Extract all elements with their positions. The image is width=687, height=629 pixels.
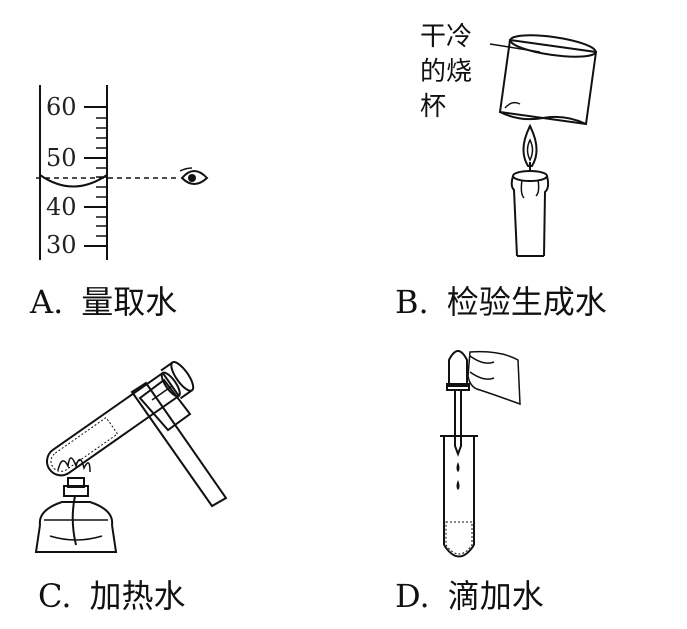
test-tube-holder bbox=[130, 378, 228, 508]
beaker-label-line-3: 杯 bbox=[420, 92, 446, 122]
lamp-flame bbox=[57, 457, 91, 473]
caption-d-letter: D. bbox=[395, 577, 430, 615]
lamp-wick bbox=[71, 495, 77, 546]
scale-label-30: 30 bbox=[46, 231, 77, 259]
caption-c-letter: C. bbox=[38, 577, 72, 615]
lamp-body bbox=[34, 501, 118, 553]
caption-b: B. 检验生成水 bbox=[395, 286, 607, 318]
caption-a-letter: A. bbox=[30, 283, 64, 321]
beaker-label-line-1: 干冷 bbox=[420, 22, 472, 52]
water-drops bbox=[456, 462, 460, 490]
caption-a: A. 量取水 bbox=[30, 286, 177, 318]
panel-b-drawing: 干冷 的烧 杯 bbox=[420, 22, 598, 257]
scale-ticks bbox=[84, 106, 107, 247]
caption-c-text: 加热水 bbox=[89, 577, 186, 615]
beaker-mouth-inner bbox=[504, 101, 521, 109]
panel-a-drawing: 60 50 40 30 bbox=[36, 85, 209, 260]
caption-d: D. 滴加水 bbox=[395, 580, 544, 612]
beaker-rim bbox=[499, 111, 587, 125]
tube-liquid bbox=[445, 521, 473, 555]
candle-flame bbox=[522, 123, 538, 172]
beaker-pointer-line bbox=[489, 43, 541, 53]
dropper-bulb bbox=[446, 350, 470, 391]
scale-label-40: 40 bbox=[46, 193, 77, 221]
panel-d-drawing bbox=[440, 350, 521, 558]
scale-label-60: 60 bbox=[46, 93, 77, 121]
test-tube-upright bbox=[440, 435, 478, 558]
lamp-wick-holder bbox=[67, 477, 85, 488]
hand bbox=[467, 350, 521, 406]
caption-b-letter: B. bbox=[395, 283, 429, 321]
panel-c-drawing bbox=[34, 361, 228, 553]
caption-b-text: 检验生成水 bbox=[446, 283, 607, 321]
dropper-tube bbox=[454, 389, 462, 457]
alcohol-lamp bbox=[34, 457, 118, 553]
beaker-base bbox=[509, 34, 597, 58]
caption-d-text: 滴加水 bbox=[447, 577, 544, 615]
beaker-body bbox=[498, 38, 598, 126]
caption-a-text: 量取水 bbox=[81, 283, 178, 321]
candle bbox=[510, 170, 550, 257]
scale-label-50: 50 bbox=[46, 144, 77, 172]
eye-icon bbox=[179, 167, 209, 185]
caption-c: C. 加热水 bbox=[38, 580, 186, 612]
beaker-label-line-2: 的烧 bbox=[420, 57, 472, 87]
